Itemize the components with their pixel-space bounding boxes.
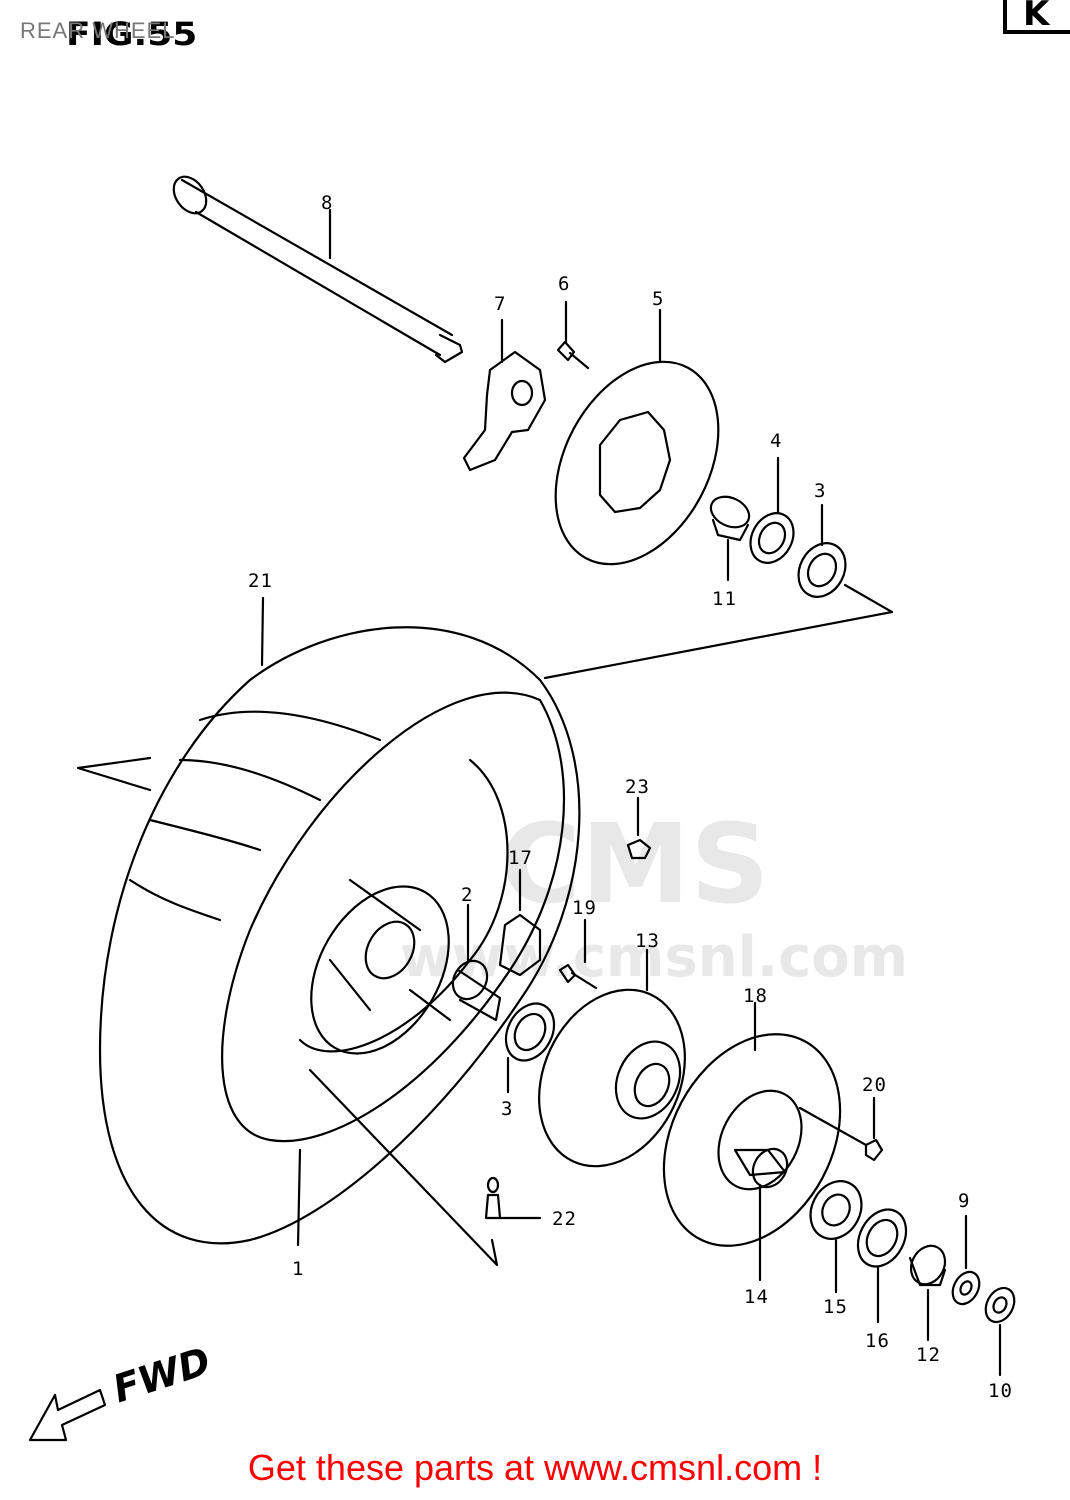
tire-part: [76, 596, 581, 1245]
watermark-url: www.cmsnl.com: [400, 925, 909, 990]
washer-part: [951, 1214, 981, 1306]
callout-11[interactable]: 11: [712, 588, 737, 610]
sprocket-mounting-drum-part: [538, 948, 686, 1168]
callout-8[interactable]: 8: [321, 192, 334, 214]
oil-seal-part: [856, 1208, 908, 1324]
chain-adjuster-part: [462, 318, 547, 472]
footer-link[interactable]: Get these parts at www.cmsnl.com !: [247, 1447, 823, 1488]
callout-22[interactable]: 22: [552, 1208, 577, 1230]
wheel-rim-part: [221, 691, 566, 1267]
sprocket-bearing-part: [809, 1180, 863, 1294]
callout-16[interactable]: 16: [865, 1330, 890, 1352]
forward-direction-arrow: [28, 1388, 107, 1442]
callout-15[interactable]: 15: [823, 1296, 848, 1318]
callout-23[interactable]: 23: [625, 776, 650, 798]
callout-14[interactable]: 14: [744, 1286, 769, 1308]
callout-3-lower[interactable]: 3: [501, 1098, 514, 1120]
callout-4[interactable]: 4: [770, 430, 783, 452]
callout-5[interactable]: 5: [652, 288, 665, 310]
brake-disc-part: [554, 308, 720, 566]
rear-sprocket-part: [662, 1001, 842, 1247]
callout-12[interactable]: 12: [916, 1344, 941, 1366]
sprocket-collar-part: [733, 1147, 789, 1282]
sprocket-nut-part: [798, 1096, 884, 1162]
callout-7[interactable]: 7: [494, 293, 507, 315]
rear-axle-part: [172, 175, 464, 364]
callout-3-upper[interactable]: 3: [814, 480, 827, 502]
cush-drive-rubber-part: [498, 868, 542, 977]
watermark-logo: CMS: [500, 800, 770, 928]
callout-17[interactable]: 17: [508, 847, 533, 869]
axle-spacer-part: [908, 1244, 947, 1342]
sprocket-bolt-part: [558, 918, 598, 990]
callout-18[interactable]: 18: [743, 985, 768, 1007]
axle-nut-part: [984, 1286, 1016, 1377]
page-title: REAR WHEEL: [20, 18, 176, 43]
air-valve-part: [484, 1176, 542, 1220]
category-badge: K: [1003, 0, 1070, 34]
callout-2[interactable]: 2: [461, 884, 474, 906]
damper-part: [626, 796, 652, 860]
callout-13[interactable]: 13: [635, 930, 660, 952]
upper-bearings-part: [543, 456, 894, 680]
callout-21[interactable]: 21: [248, 570, 273, 592]
lower-spacer-part: [451, 903, 556, 1094]
figure-number: FIG.55: [66, 16, 198, 53]
callout-1[interactable]: 1: [292, 1258, 305, 1280]
callout-6[interactable]: 6: [558, 273, 571, 295]
callout-10[interactable]: 10: [988, 1380, 1013, 1402]
callout-20[interactable]: 20: [862, 1074, 887, 1096]
callout-19[interactable]: 19: [572, 897, 597, 919]
brake-disc-bolt-part: [556, 300, 590, 370]
callout-9[interactable]: 9: [958, 1190, 971, 1212]
